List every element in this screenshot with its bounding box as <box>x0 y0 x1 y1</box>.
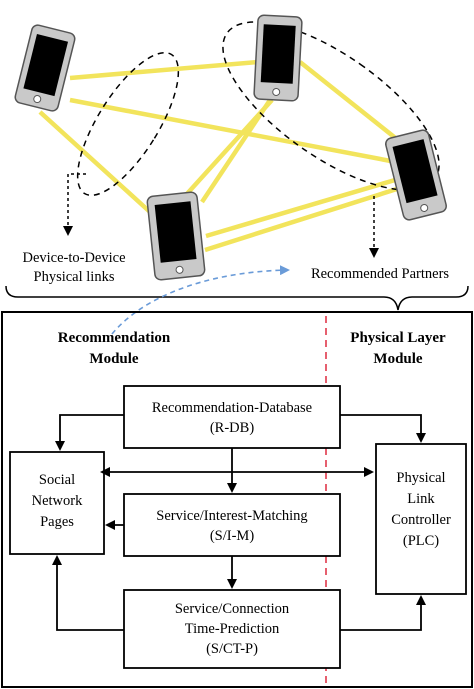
physical-header-line2: Module <box>373 351 423 367</box>
plc-line1: Physical <box>396 470 445 486</box>
link-1-4 <box>69 97 397 165</box>
d2d-links <box>38 59 401 253</box>
partners-label: Recommended Partners <box>311 266 449 282</box>
d2d-label-line2: Physical links <box>34 269 115 285</box>
phone-1 <box>14 24 76 112</box>
sim-line1: Service/Interest-Matching <box>156 508 307 524</box>
plc-line4: (PLC) <box>403 533 439 549</box>
sctp-box: Service/Connection Time-Prediction (S/CT… <box>123 589 341 669</box>
d2d-ellipse <box>76 51 180 197</box>
link-2-3b <box>200 98 272 204</box>
phone-button <box>175 265 184 274</box>
link-1-3 <box>38 110 152 214</box>
phone-screen <box>154 201 197 263</box>
plc-line3: Controller <box>391 512 451 528</box>
d2d-pointer-arrow <box>63 173 86 236</box>
phone-button <box>272 87 281 96</box>
flow-arrows <box>52 414 426 631</box>
link-2-4 <box>298 60 400 142</box>
phone-button <box>33 95 42 104</box>
snp-box: Social Network Pages <box>9 451 105 555</box>
snp-line3: Pages <box>40 514 74 530</box>
snp-line1: Social <box>39 472 75 488</box>
d2d-label-line1: Device-to-Device <box>22 250 125 266</box>
plc-line2: Link <box>407 491 435 507</box>
rdb-to-snp-arrow <box>55 414 124 451</box>
recommendation-header-line1: Recommendation <box>58 330 171 346</box>
phone-screen <box>260 24 296 84</box>
rdb-line1: Recommendation-Database <box>152 400 312 416</box>
snp-line2: Network <box>32 493 83 509</box>
sctp-line2: Time-Prediction <box>185 621 280 637</box>
recommendation-arrow <box>111 265 290 335</box>
phone-4 <box>385 129 447 221</box>
grouping-brace <box>5 285 469 311</box>
sim-box: Service/Interest-Matching (S/I-M) <box>123 493 341 557</box>
phone-screen <box>392 139 438 204</box>
sctp-to-plc-arrow <box>340 595 426 631</box>
phone-3 <box>146 191 206 281</box>
link-4-3b <box>204 185 401 253</box>
recommendation-header-line2: Module <box>89 351 139 367</box>
sctp-line1: Service/Connection <box>175 601 290 617</box>
rdb-box: Recommendation-Database (R-DB) <box>123 385 341 449</box>
module-frame <box>1 311 473 688</box>
rdb-to-plc-arrow <box>340 414 426 443</box>
plc-box: Physical Link Controller (PLC) <box>375 443 467 595</box>
sim-line2: (S/I-M) <box>210 528 254 544</box>
sctp-to-snp-arrow <box>52 555 124 631</box>
physical-header-line1: Physical Layer <box>350 330 446 346</box>
phone-screen <box>23 34 69 97</box>
link-1-2 <box>69 59 259 81</box>
rdb-line2: (R-DB) <box>210 420 254 436</box>
phone-2 <box>253 14 303 102</box>
sctp-line3: (S/CT-P) <box>206 641 258 657</box>
link-3-4 <box>205 177 396 239</box>
phone-button <box>420 203 429 212</box>
